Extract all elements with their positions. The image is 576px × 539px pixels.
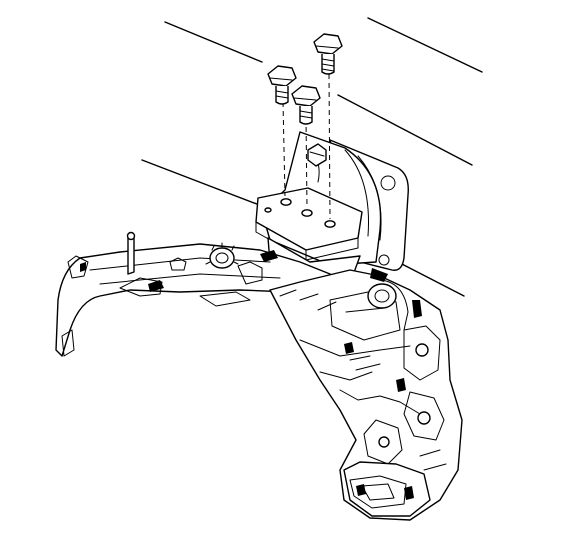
bolt-middle xyxy=(291,85,321,125)
alignment-lines xyxy=(282,73,331,220)
mount-stud xyxy=(307,143,327,167)
shadow-accents xyxy=(80,250,422,500)
engine-block-edge-lines xyxy=(141,17,483,297)
fitting xyxy=(205,242,239,269)
bolt-left xyxy=(267,65,297,105)
bolt-right xyxy=(313,33,343,75)
frame-crossmember xyxy=(55,231,463,521)
engine-mount-bracket xyxy=(255,131,409,287)
